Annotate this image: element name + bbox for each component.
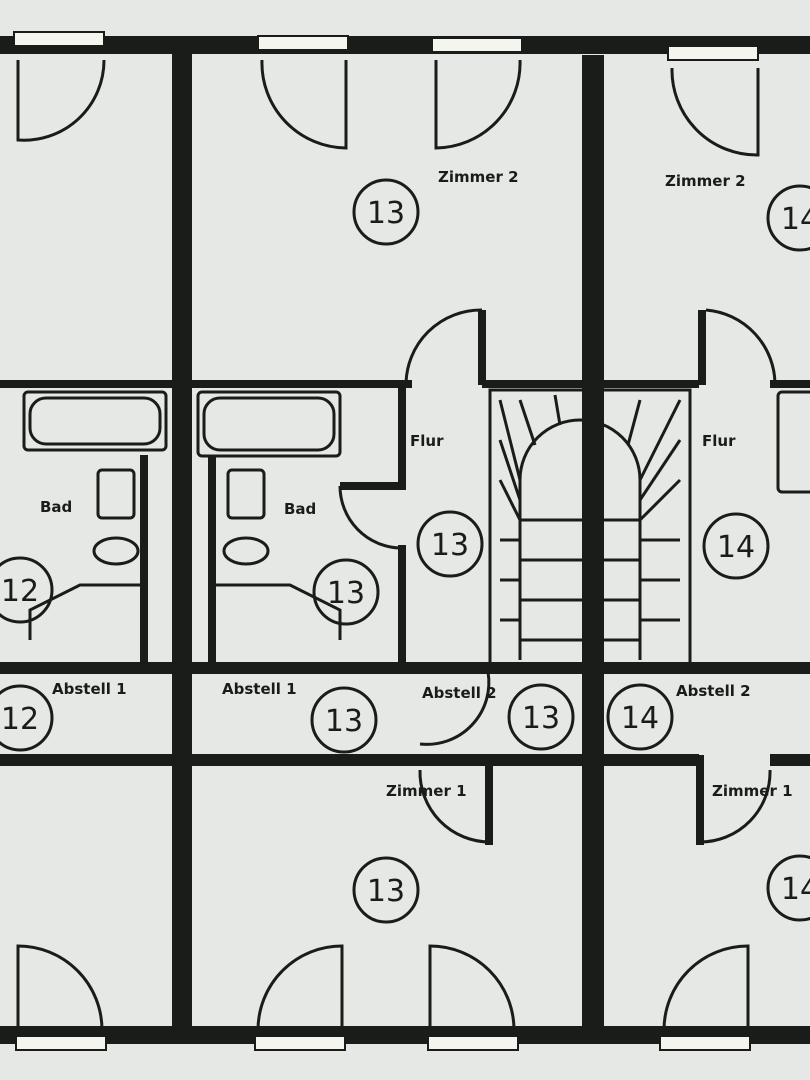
window <box>427 1035 519 1051</box>
unit-number: 12 <box>1 574 39 609</box>
unit-number: 13 <box>431 528 469 563</box>
room-label-flur: Flur <box>702 432 736 450</box>
room-label-zimmer1: Zimmer 1 <box>386 782 467 800</box>
unit-number: 13 <box>522 701 560 736</box>
unit-number: 12 <box>1 702 39 737</box>
sinks-and-toilets <box>28 468 342 640</box>
room-label-bad: Bad <box>284 500 316 518</box>
room-label-flur: Flur <box>410 432 444 450</box>
window <box>13 31 105 47</box>
room-label-abstell2: Abstell 2 <box>676 682 751 700</box>
window <box>254 1035 346 1051</box>
window <box>257 35 349 51</box>
unit-number: 13 <box>325 704 363 739</box>
room-label-bad: Bad <box>40 498 72 516</box>
window <box>431 37 523 53</box>
unit-number: 14 <box>781 202 810 237</box>
unit-number: 14 <box>781 872 810 907</box>
walls <box>0 36 810 1044</box>
window <box>15 1035 107 1051</box>
room-label-zimmer1: Zimmer 1 <box>712 782 793 800</box>
door-swings <box>16 59 777 1031</box>
unit-number: 13 <box>367 874 405 909</box>
unit-markers: 13 13 13 13 13 13 12 12 14 14 14 14 <box>0 178 810 924</box>
window <box>667 45 759 61</box>
staircase <box>488 388 692 667</box>
room-label-abstell2: Abstell 2 <box>422 684 497 702</box>
room-label-abstell1: Abstell 1 <box>222 680 297 698</box>
room-label-abstell1: Abstell 1 <box>52 680 127 698</box>
unit-number: 13 <box>327 576 365 611</box>
room-label-zimmer2: Zimmer 2 <box>438 168 519 186</box>
unit-number: 14 <box>621 701 659 736</box>
unit-number: 14 <box>717 530 755 565</box>
unit-number: 13 <box>367 196 405 231</box>
window <box>659 1035 751 1051</box>
room-label-zimmer2: Zimmer 2 <box>665 172 746 190</box>
bathtubs <box>22 390 810 494</box>
